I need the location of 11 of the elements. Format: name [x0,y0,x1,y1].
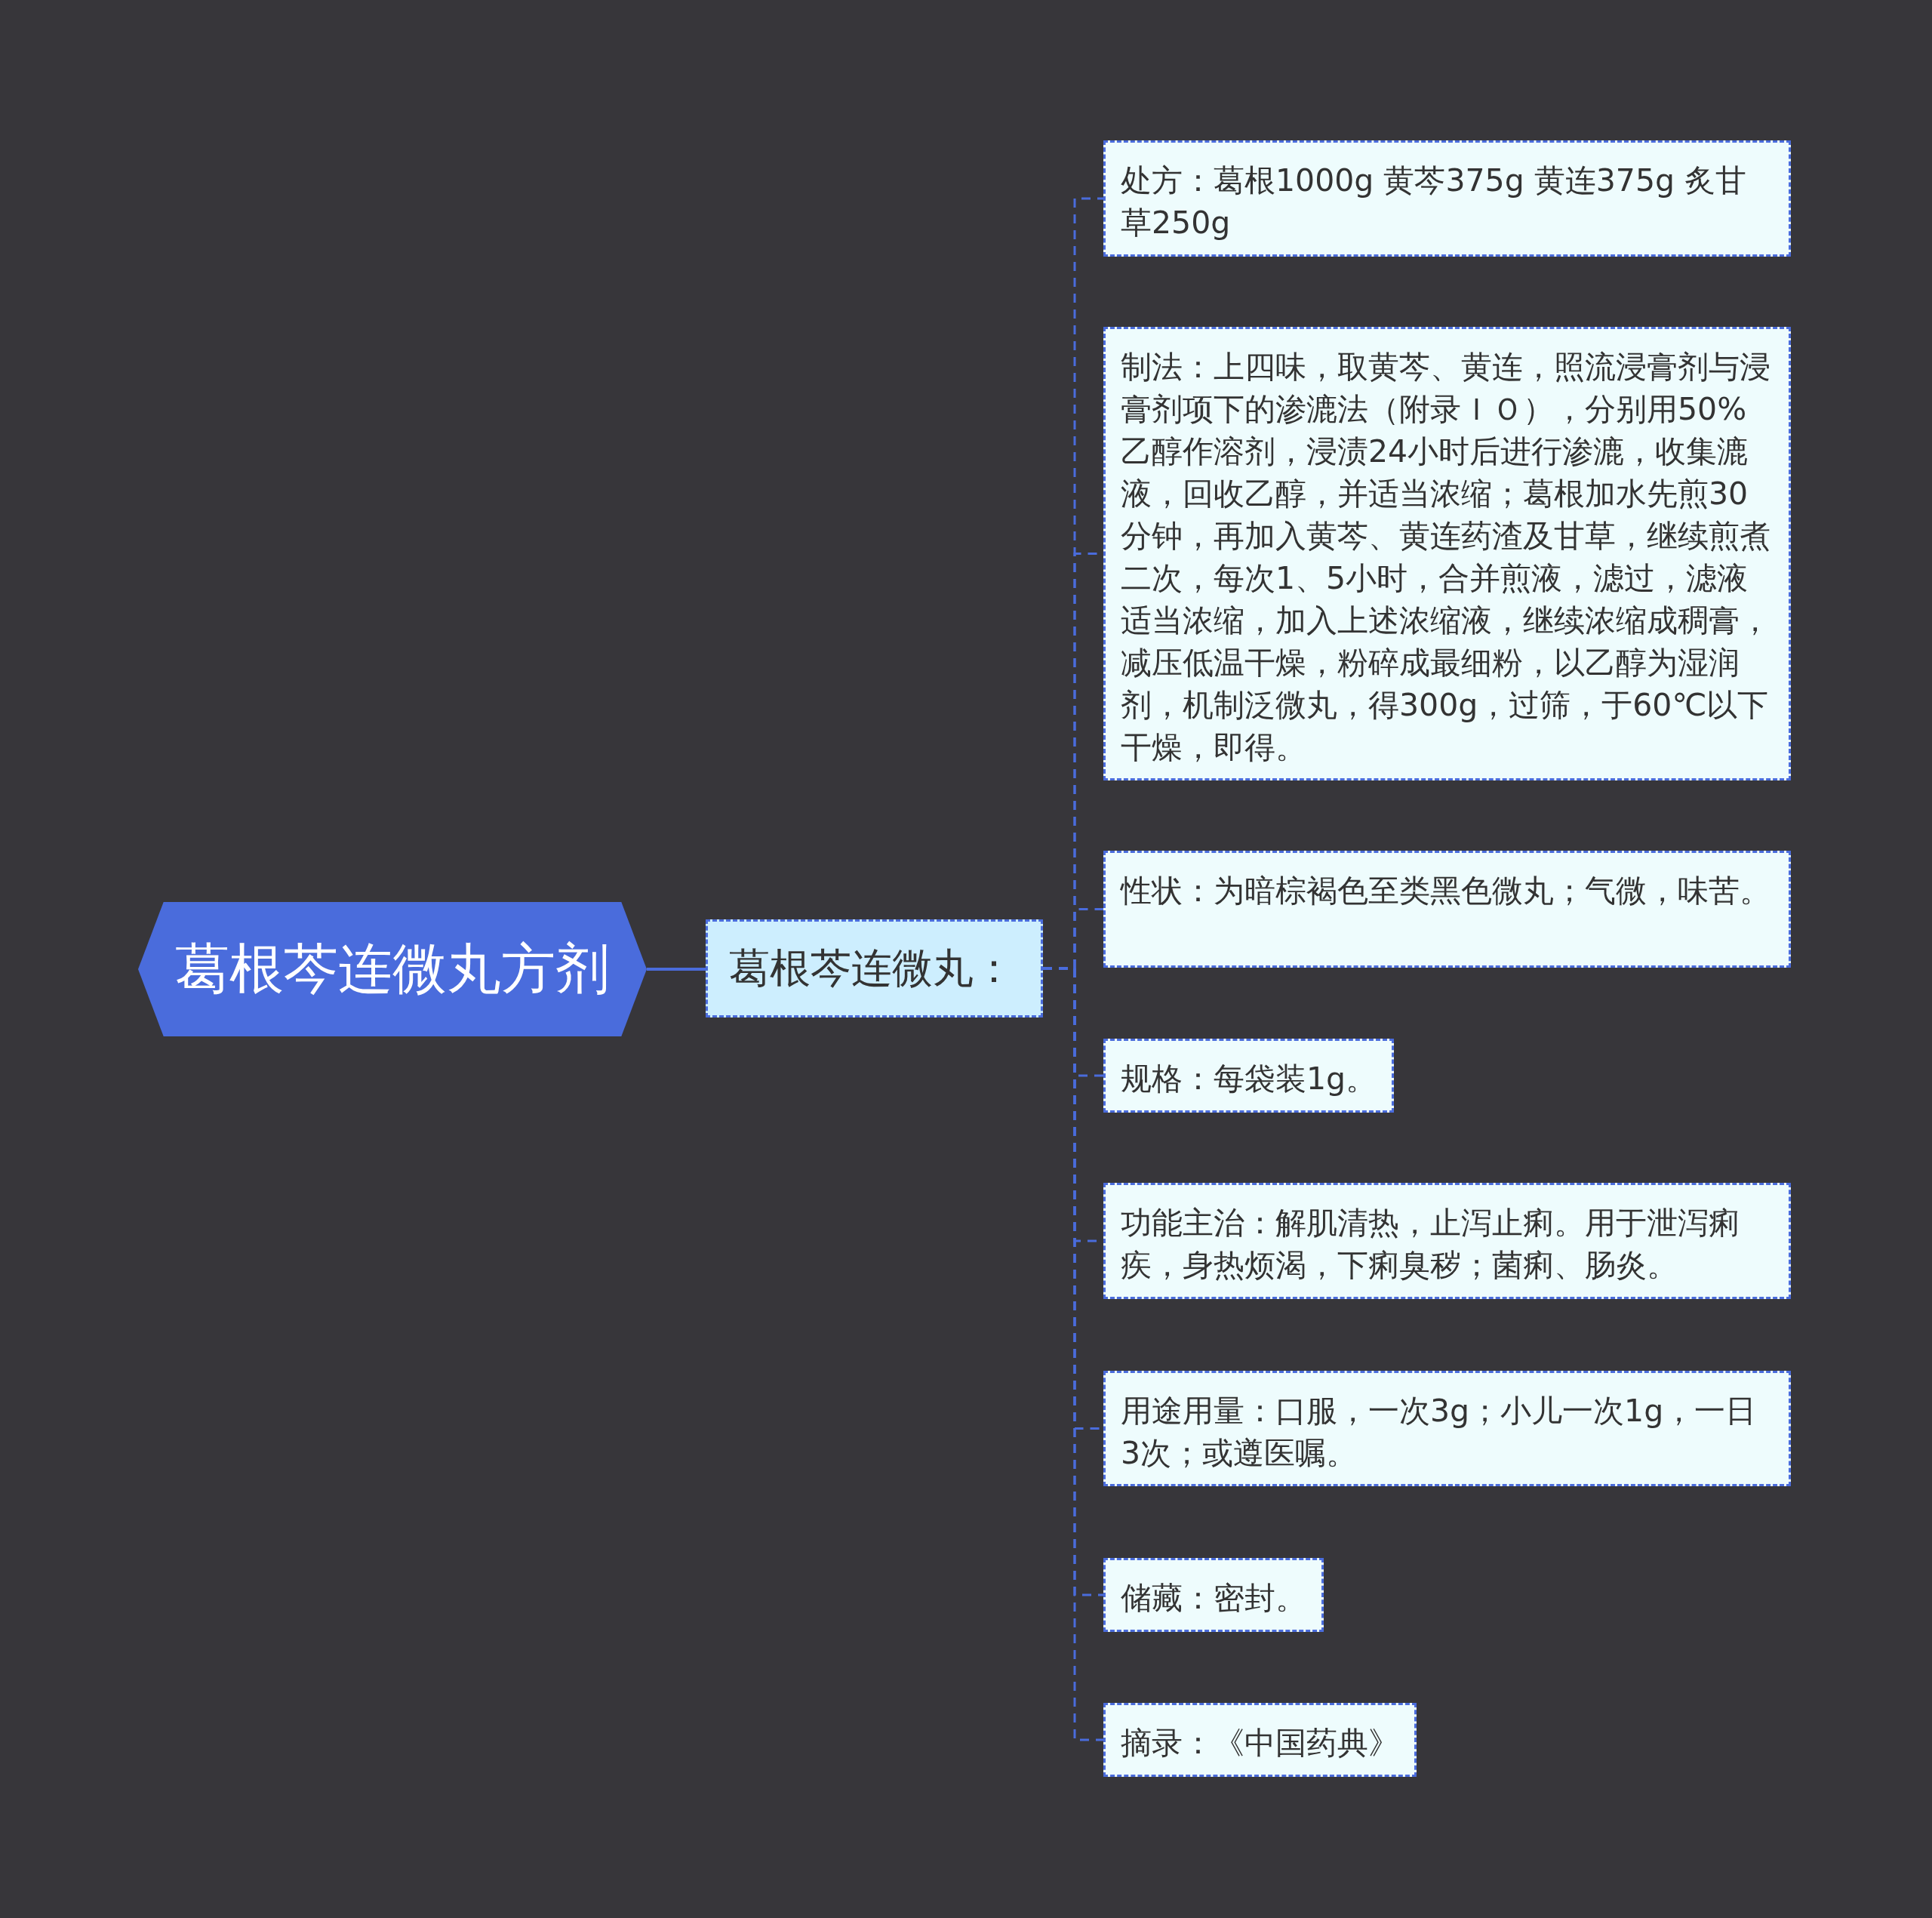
subtopic-box: 处方：葛根1000g 黄芩375g 黄连375g 炙甘草250g [1103,140,1791,257]
subtopic-box: 功能主治：解肌清热，止泻止痢。用于泄泻痢疾，身热烦渴，下痢臭秽；菌痢、肠炎。 [1103,1183,1791,1299]
central-topic: 葛根芩连微丸方剂 [138,902,647,1036]
subtopic-box: 用途用量：口服，一次3g；小儿一次1g，一日3次；或遵医嘱。 [1103,1371,1791,1486]
subtopic-box: 性状：为暗棕褐色至类黑色微丸；气微，味苦。 [1103,851,1791,968]
subtopic-box: 规格：每袋装1g。 [1103,1039,1395,1113]
connector-line [647,968,706,971]
subtopic-box: 摘录：《中国药典》 [1103,1703,1417,1777]
subtopic-box: 制法：上四味，取黄芩、黄连，照流浸膏剂与浸膏剂项下的渗漉法（附录ＩＯ），分别用50%乙醇作溶剂，浸渍24小时后进行渗漉，收集漉液，回收乙醇，并适当浓缩；葛根加水先煎30分钟，再加入黄芩、黄连药渣及甘草，继续煎煮二次，每次1、5小时，合并煎液，滤过，滤液适当浓缩，加入上述浓缩液，继续浓缩成稠膏，减压低温干燥，粉碎成最细粉，以乙醇为湿润剂，机制泛微丸，得300g，过筛，于60℃以下干燥，即得。 [1103,327,1791,780]
subtopic-box: 储藏：密封。 [1103,1558,1324,1632]
topic-box: 葛根芩连微丸： [706,919,1043,1017]
